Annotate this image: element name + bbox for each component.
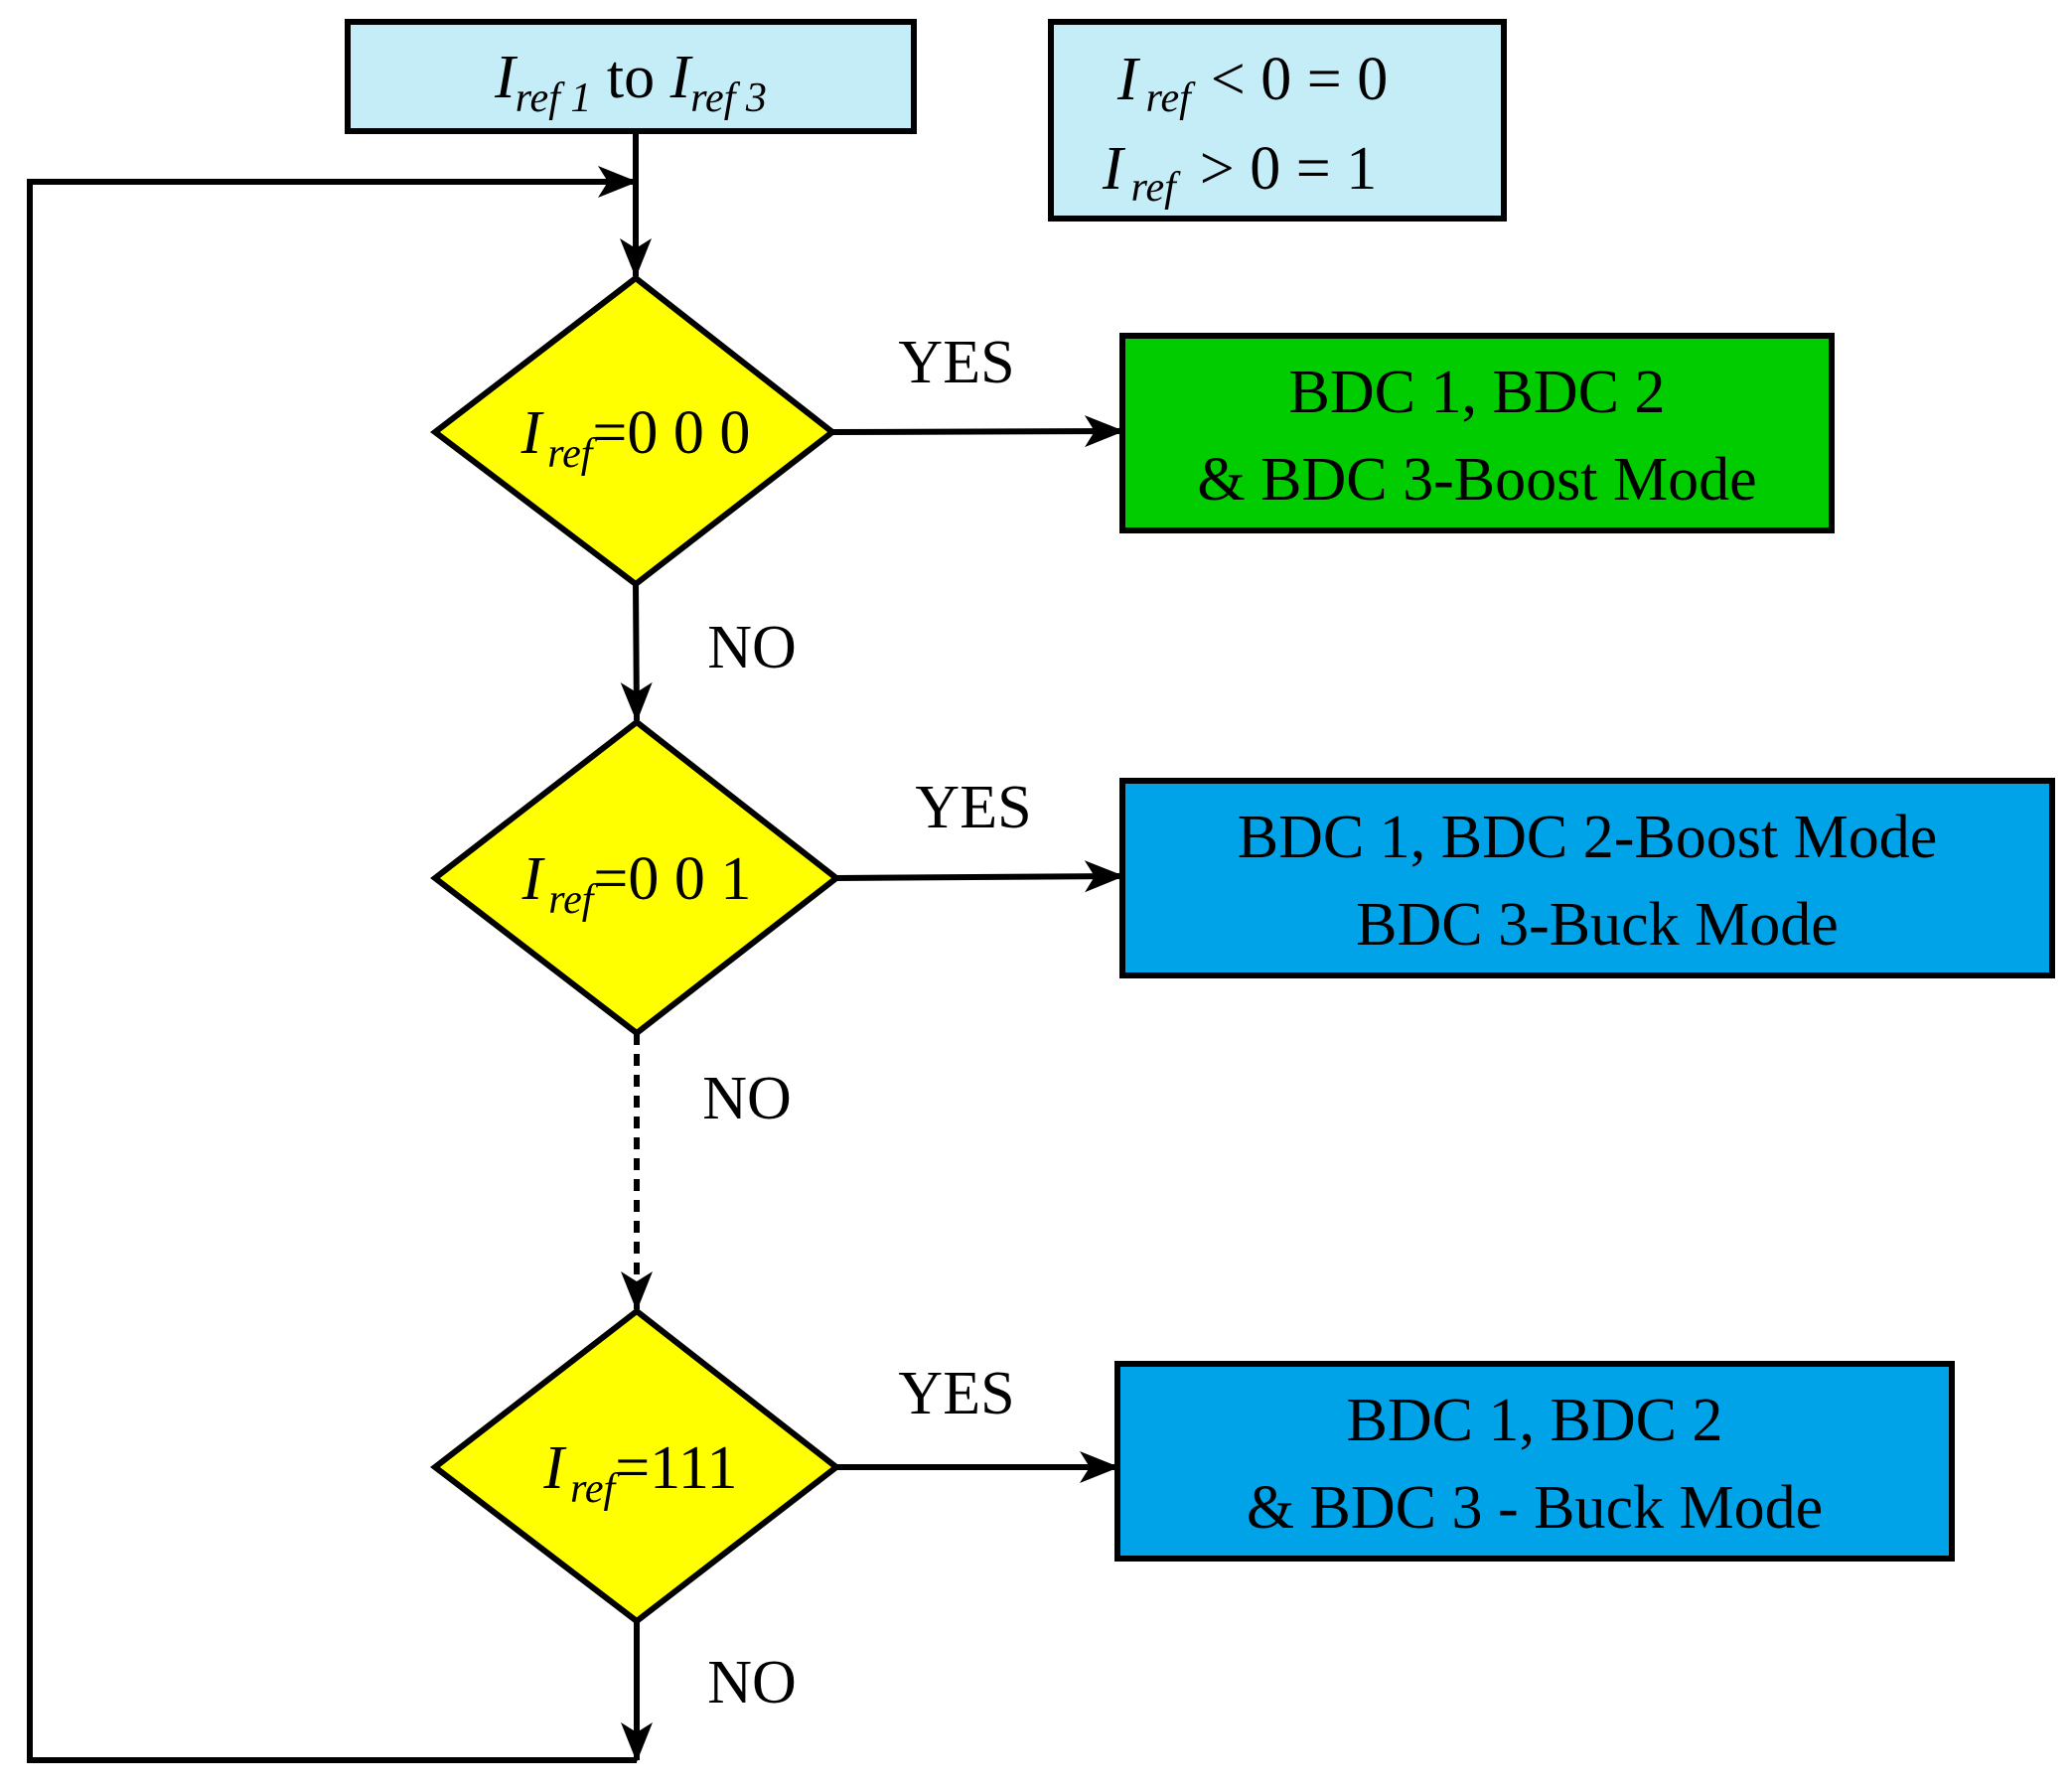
connector-d1-to-d2 [620, 583, 653, 722]
decision-3-diamond [430, 1307, 841, 1625]
outcome-3-line-1: BDC 1, BDC 2 [1347, 1387, 1723, 1454]
input-box-label: Iref 1 to Iref 3 [494, 44, 767, 121]
no-label-3: NO [707, 1649, 797, 1716]
no-label-2: NO [702, 1065, 792, 1132]
input-box-frame [345, 19, 917, 134]
outcome-1-box [1119, 333, 1835, 533]
outcome-2-line-1: BDC 1, BDC 2-Boost Mode [1238, 804, 1937, 871]
yes-label-3: YES [898, 1360, 1014, 1427]
connector-d1-yes [831, 415, 1124, 448]
outcome-2: BDC 1, BDC 2-Boost Mode BDC 3-Buck Mode [1119, 778, 2055, 978]
outcome-1-line-2: & BDC 3-Boost Mode [1197, 446, 1756, 514]
connector-d2-yes [835, 860, 1124, 893]
no-label-1: NO [707, 614, 797, 681]
outcome-1: BDC 1, BDC 2 & BDC 3-Boost Mode [1119, 333, 1835, 533]
outcome-2-box [1119, 778, 2055, 978]
connectors [27, 131, 1124, 1763]
decision-1-diamond [430, 274, 837, 588]
outcome-1-line-1: BDC 1, BDC 2 [1289, 359, 1666, 426]
rule-box-frame [1048, 19, 1507, 222]
outcome-3-box [1114, 1361, 1955, 1562]
yes-label-2: YES [915, 774, 1031, 841]
input-box: Iref 1 to Iref 3 [345, 19, 917, 134]
yes-label-1: YES [898, 329, 1014, 396]
outcome-3-line-2: & BDC 3 - Buck Mode [1247, 1474, 1823, 1542]
outcome-2-line-2: BDC 3-Buck Mode [1356, 891, 1839, 959]
decision-2-diamond [430, 718, 841, 1037]
outcome-3: BDC 1, BDC 2 & BDC 3 - Buck Mode [1114, 1361, 1955, 1562]
connector-loop-back [27, 166, 638, 1763]
